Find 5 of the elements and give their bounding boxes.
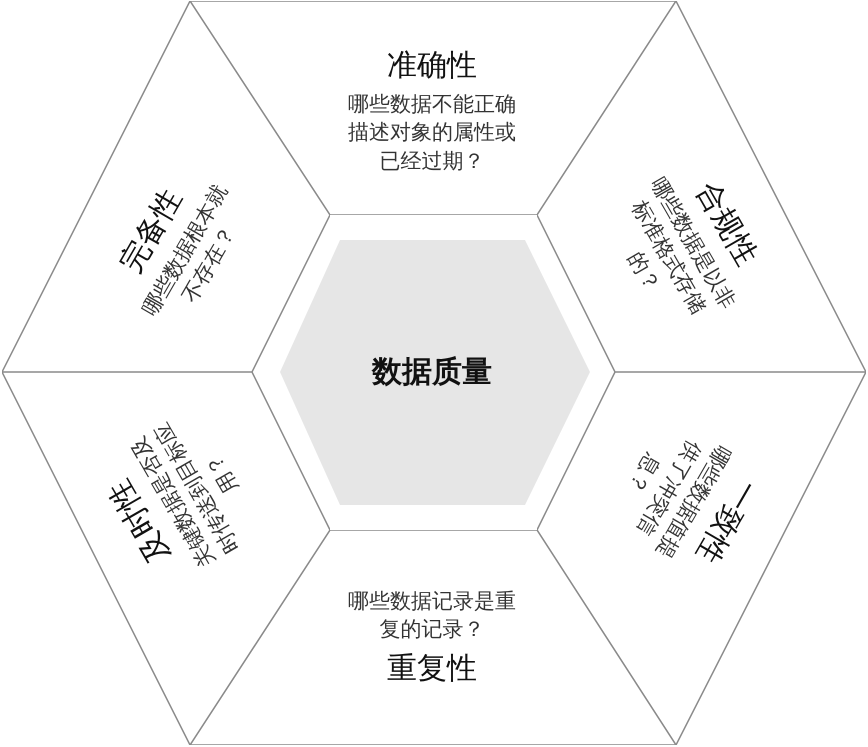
center-title: 数据质量: [372, 354, 492, 392]
question-text: 哪些数据记录是重复的记录？: [347, 588, 517, 644]
question-text: 哪些数据不能正确描述对象的属性或已经过期？: [347, 90, 517, 175]
segment-heading: 准确性: [387, 46, 477, 85]
segment-heading: 重复性: [387, 650, 477, 688]
